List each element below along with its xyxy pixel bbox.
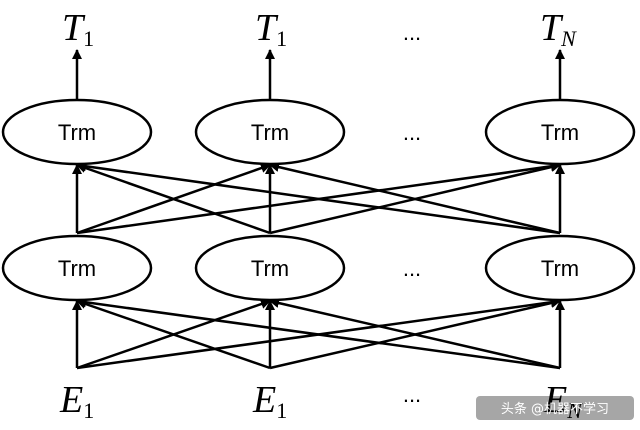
trm-label-bottom-2: Trm xyxy=(251,256,289,281)
ellipsis-bottom-layer: ... xyxy=(403,256,421,281)
trm-node-top-1 xyxy=(1,98,153,166)
trm-label-top-2: Trm xyxy=(251,120,289,145)
output-label-t1: T1 xyxy=(62,7,94,51)
watermark-background xyxy=(476,396,634,420)
ellipsis-outputs: ... xyxy=(403,20,421,45)
trm-label-bottom-n: Trm xyxy=(541,256,579,281)
trm-label-bottom-1: Trm xyxy=(58,256,96,281)
arrow-bottom-3-to-top-2 xyxy=(269,162,561,235)
trm-label-top-1: Trm xyxy=(58,120,96,145)
connection-arrows xyxy=(72,49,565,370)
ellipsis-inputs: ... xyxy=(403,382,421,407)
arrow-bottom-3-to-top-1 xyxy=(76,161,561,235)
arrow-input-3-to-bottom-1 xyxy=(76,297,561,370)
arrow-bottom-2-to-top-1 xyxy=(76,163,271,235)
input-label-e1-second: E1 xyxy=(252,379,287,423)
arrow-input-2-to-bottom-1 xyxy=(76,299,271,370)
input-label-e1: E1 xyxy=(59,379,94,423)
trm-node-bottom-1 xyxy=(1,234,153,302)
output-label-t1-second: T1 xyxy=(255,7,287,51)
output-label-tn: TN xyxy=(540,7,577,51)
input-label-en: EN xyxy=(543,379,583,423)
trm-node-top-n xyxy=(484,98,636,166)
arrow-input-3-to-bottom-2 xyxy=(269,298,561,370)
ellipsis-top-layer: ... xyxy=(403,120,421,145)
watermark-text: 头条 @机器不学习 xyxy=(501,401,609,417)
trm-label-top-n: Trm xyxy=(541,120,579,145)
trm-node-bottom-n xyxy=(484,234,636,302)
trm-node-bottom-2 xyxy=(194,234,346,302)
trm-node-top-2 xyxy=(194,98,346,166)
